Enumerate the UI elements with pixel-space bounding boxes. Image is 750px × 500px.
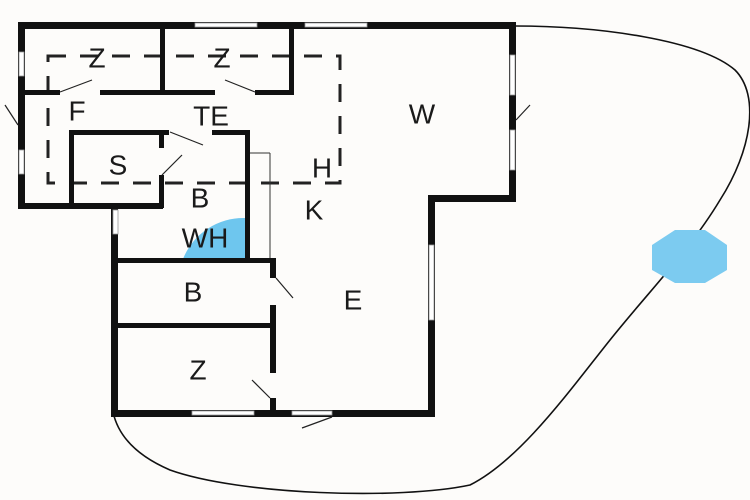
room-label-living: W <box>409 98 436 129</box>
door-swings <box>4 79 531 429</box>
upper-floor-outline <box>46 54 342 185</box>
windows <box>18 22 516 416</box>
pool-icon <box>652 230 727 283</box>
room-label-bathroom-1: B <box>191 182 210 213</box>
water-heater-icon <box>183 217 245 259</box>
room-label-bathroom-2: B <box>184 276 203 307</box>
room-label-bedroom-1: Z <box>88 42 105 73</box>
room-label-hall: F <box>68 95 85 126</box>
room-label-toilet: TE <box>193 100 229 131</box>
room-label-bedroom-3: Z <box>189 354 206 385</box>
room-label-hallway-h: H <box>312 152 332 183</box>
room-label-storage: S <box>109 149 128 180</box>
room-label-dining: E <box>344 284 363 315</box>
room-label-kitchen: K <box>305 194 324 225</box>
room-label-bedroom-2: Z <box>213 42 230 73</box>
room-label-water-heater: WH <box>182 222 229 253</box>
